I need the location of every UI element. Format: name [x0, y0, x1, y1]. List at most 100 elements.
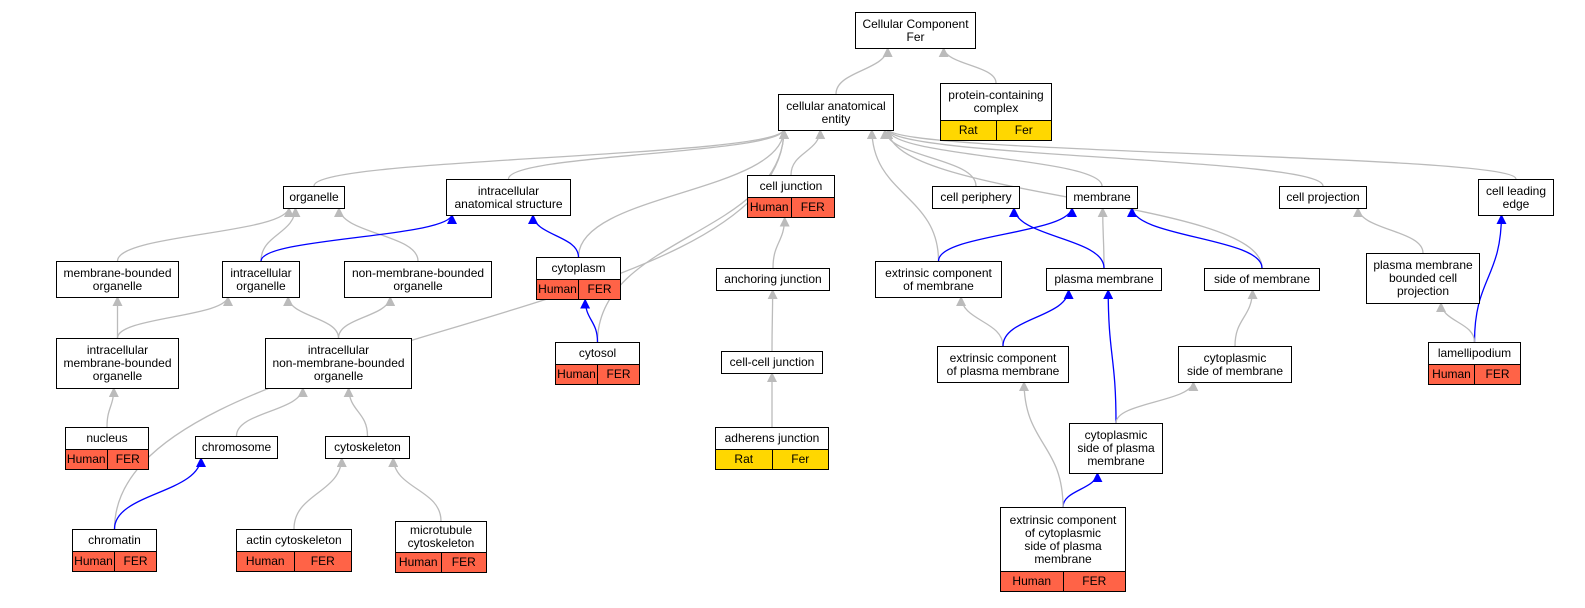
node-io: intracellular organelle: [222, 261, 300, 298]
organism-tag-human: FER: [293, 552, 351, 571]
organism-tag-rat: Rat: [941, 121, 996, 140]
edge-csom-to-som: [1234, 288, 1258, 347]
organism-tag-human: Human: [1001, 572, 1063, 591]
organism-tag-human: Human: [748, 198, 791, 217]
edge-ecm-to-cae: [866, 128, 940, 262]
node-label: side of membrane: [1213, 272, 1311, 286]
node-label: extrinsic component of membrane: [885, 265, 992, 293]
node-ccj: cell-cell junction: [721, 351, 823, 374]
edge-pmbcp-to-cellprojection: [1353, 206, 1424, 254]
node-label: nucleus: [86, 431, 128, 445]
organism-tag-human: Human: [66, 450, 107, 469]
edge-pcc-to-root: [938, 46, 997, 84]
node-label: extrinsic component of cytoplasmic side …: [1009, 512, 1117, 566]
edge-cspm-to-pm: [1103, 288, 1117, 424]
edge-ecm-to-membrane: [937, 206, 1077, 262]
organism-tag-human: Human: [1429, 365, 1474, 384]
node-ecm: extrinsic component of membrane: [875, 261, 1002, 298]
node-label: cytoskeleton: [334, 440, 401, 454]
edge-lamelli-to-pmbcp: [1436, 301, 1476, 343]
organism-tag-human: FER: [578, 280, 620, 299]
node-label: anchoring junction: [724, 272, 822, 286]
node-label: membrane-bounded organelle: [63, 265, 172, 293]
node-label: cytosol: [578, 346, 617, 360]
edge-leadingedge-to-cae: [883, 128, 1517, 180]
node-nmbo: non-membrane-bounded organelle: [344, 261, 492, 298]
node-label: protein-containing complex: [948, 88, 1044, 115]
node-label: cytoplasm: [551, 261, 606, 275]
organism-tag-human: Human: [237, 552, 294, 571]
node-anchoring: anchoring junction: [716, 268, 830, 291]
edge-nucleus-to-imbo: [106, 386, 119, 428]
edge-ecspm-to-cspm: [1062, 471, 1103, 508]
organism-tag-human: FER: [440, 553, 486, 572]
node-root: Cellular Component Fer: [855, 12, 976, 49]
node-cellperiphery: cell periphery: [932, 186, 1020, 209]
organism-tag-human: Human: [537, 280, 578, 299]
edge-io-to-ias: [260, 213, 457, 262]
node-label: lamellipodium: [1437, 346, 1512, 360]
organism-tag-human: FER: [597, 365, 639, 384]
edge-anchoring-to-celljunction: [772, 216, 790, 269]
edge-membrane-to-cae: [883, 128, 1103, 187]
node-pm: plasma membrane: [1046, 268, 1162, 291]
node-label: chromosome: [201, 440, 272, 454]
edge-ecspm-to-ecpm: [1019, 380, 1064, 508]
node-cae: cellular anatomical entity: [778, 94, 894, 131]
edge-pm-to-membrane: [1097, 206, 1108, 269]
organism-tag-human: FER: [1474, 365, 1520, 384]
node-label: plasma membrane bounded cell projection: [1373, 258, 1473, 298]
node-label: adherens junction: [724, 431, 820, 445]
edge-io-to-organelle: [260, 206, 301, 262]
node-label: membrane: [1073, 190, 1131, 204]
edge-organelle-to-cae: [313, 128, 789, 187]
edge-cellprojection-to-cae: [883, 128, 1324, 187]
organism-tag-human: FER: [114, 552, 156, 571]
organism-tag-rat: Fer: [995, 121, 1051, 140]
node-label: actin cytoskeleton: [246, 533, 342, 547]
organism-tag-human: Human: [73, 552, 114, 571]
edge-ccj-to-anchoring: [767, 288, 778, 352]
edge-imbo-to-io: [116, 295, 233, 339]
node-inmbo: intracellular non-membrane-bounded organ…: [265, 338, 412, 389]
edge-som-to-membrane: [1127, 206, 1263, 269]
node-membrane: membrane: [1066, 186, 1138, 209]
node-label: non-membrane-bounded organelle: [351, 265, 485, 293]
organism-tag-human: FER: [790, 198, 834, 217]
node-ias: intracellular anatomical structure: [446, 179, 571, 216]
edge-inmbo-to-io: [283, 295, 340, 339]
edge-ias-to-cae: [507, 128, 789, 180]
node-label: organelle: [289, 190, 339, 204]
node-label: extrinsic component of plasma membrane: [946, 350, 1060, 378]
node-label: cell projection: [1286, 190, 1360, 204]
organism-tag-rat: Fer: [771, 450, 828, 469]
node-label: chromatin: [88, 533, 141, 547]
edge-mbo-to-organelle: [116, 206, 294, 262]
node-csom: cytoplasmic side of membrane: [1178, 346, 1292, 383]
node-chromosome: chromosome: [195, 436, 278, 459]
edge-cytoplasm-to-cae: [577, 128, 789, 258]
node-label: cytoplasmic side of plasma membrane: [1077, 428, 1155, 468]
edge-inmbo-to-nmbo: [337, 295, 396, 339]
edge-lamelli-to-leadingedge: [1473, 213, 1507, 343]
node-label: cell leading edge: [1485, 183, 1547, 211]
node-label: intracellular membrane-bounded organelle: [63, 343, 172, 383]
node-organelle: organelle: [283, 186, 345, 209]
edge-chromatin-to-cae: [113, 128, 789, 530]
edge-cytosol-to-cytoplasm: [580, 298, 599, 343]
edge-actin-to-cytoskeleton: [293, 456, 347, 530]
node-ecpm: extrinsic component of plasma membrane: [937, 346, 1069, 383]
edge-cae-to-root: [835, 46, 893, 95]
edge-microtubule-to-cytoskeleton: [388, 456, 442, 522]
organism-tag-human: Human: [396, 553, 441, 572]
node-cytoskeleton: cytoskeleton: [325, 436, 410, 459]
node-label: cell periphery: [940, 190, 1012, 204]
node-som: side of membrane: [1204, 268, 1320, 291]
